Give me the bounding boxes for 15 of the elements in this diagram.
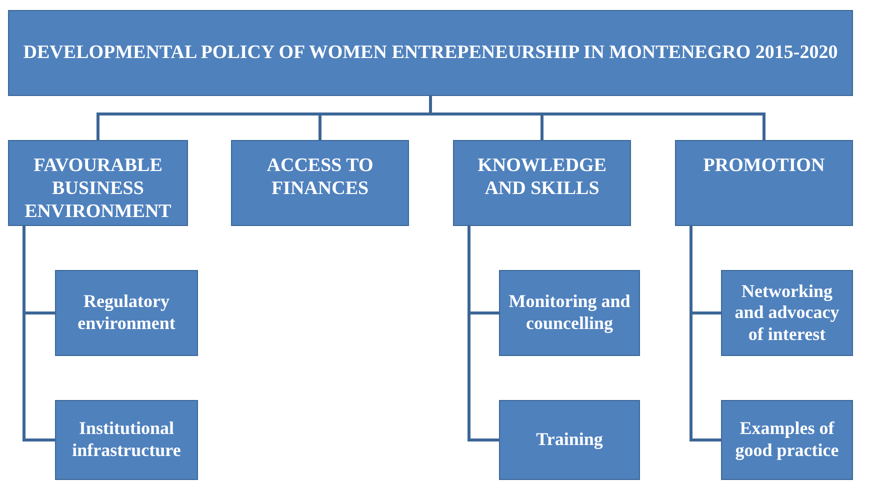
category-box: PROMOTION — [675, 140, 853, 226]
title-box: DEVELOPMENTAL POLICY OF WOMEN ENTREPENEURSHIP IN MONTENEGRO 2015-2020 — [8, 10, 853, 96]
category-box: Institutional infrastructure — [55, 400, 198, 480]
category-box: Networking and advocacy of interest — [721, 270, 853, 356]
category-box: ACCESS TO FINANCES — [231, 140, 409, 226]
category-box: Monitoring and councelling — [499, 270, 640, 356]
category-box: KNOWLEDGE AND SKILLS — [453, 140, 631, 226]
category-box: FAVOURABLE BUSINESS ENVIRONMENT — [8, 140, 188, 226]
connector-line — [468, 226, 499, 442]
connector-line — [22, 226, 55, 442]
connector-line — [429, 96, 766, 140]
category-box: Training — [499, 400, 640, 480]
category-box: Examples of good practice — [721, 400, 853, 480]
category-box: Regulatory environment — [55, 270, 198, 356]
connector-line — [690, 226, 721, 442]
